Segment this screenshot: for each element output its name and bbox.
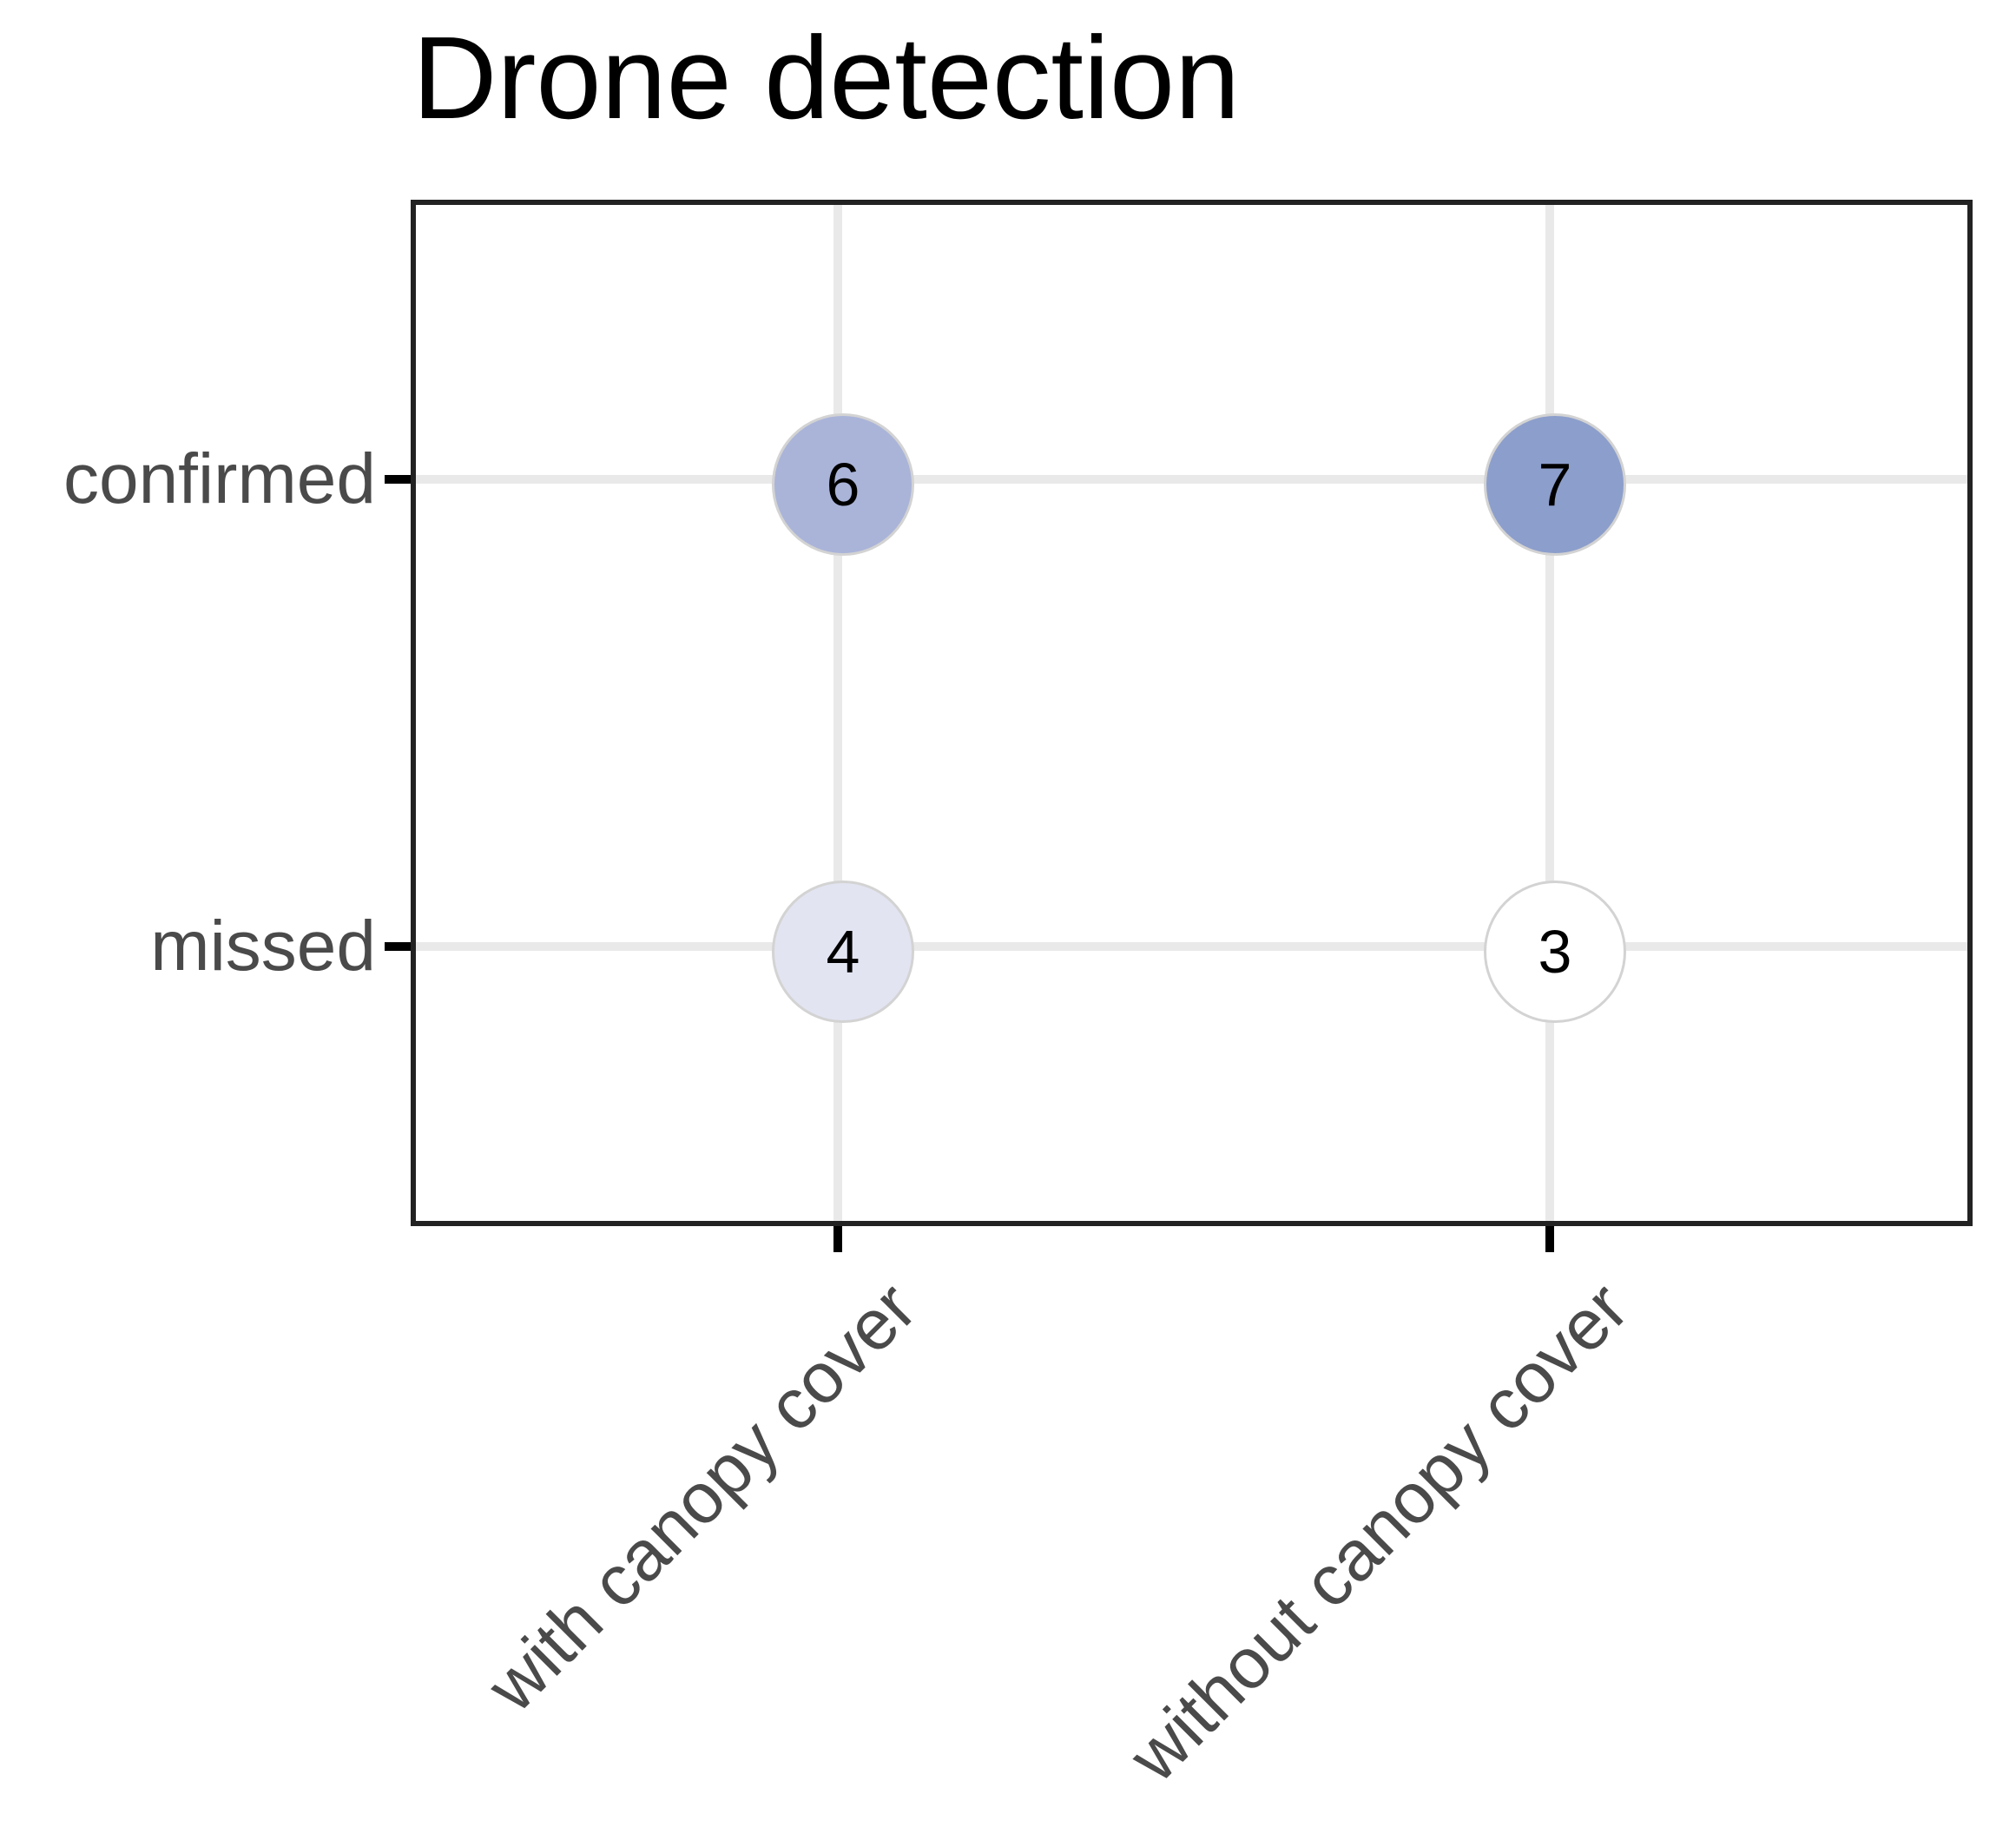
balloon-value: 7 [1538,451,1572,518]
x-axis-label-with-canopy: with canopy cover [471,1267,932,1727]
chart-title: Drone detection [412,12,1241,143]
y-axis-tick-missed [385,942,411,951]
y-axis-label-confirmed: confirmed [63,439,376,518]
gridline-horizontal-confirmed [416,475,1967,484]
y-axis-label-missed: missed [150,907,376,986]
balloon-missed-col0: 4 [772,881,914,1023]
x-axis-tick-with-canopy [833,1226,842,1252]
gridline-vertical-with-canopy [833,205,842,1221]
gridline-horizontal-missed [416,942,1967,951]
plot-panel: 6 7 4 3 [411,200,1973,1226]
balloon-value: 6 [826,451,860,518]
balloon-value: 3 [1538,918,1572,986]
x-axis-tick-without-canopy [1545,1226,1554,1252]
balloon-confirmed-col0: 6 [772,413,914,556]
balloon-confirmed-col1: 7 [1484,413,1626,556]
x-axis-label-without-canopy: without canopy cover [1114,1267,1644,1797]
balloon-missed-col1: 3 [1484,881,1626,1023]
gridline-vertical-without-canopy [1545,205,1554,1221]
balloon-value: 4 [826,918,860,986]
y-axis-tick-confirmed [385,475,411,484]
